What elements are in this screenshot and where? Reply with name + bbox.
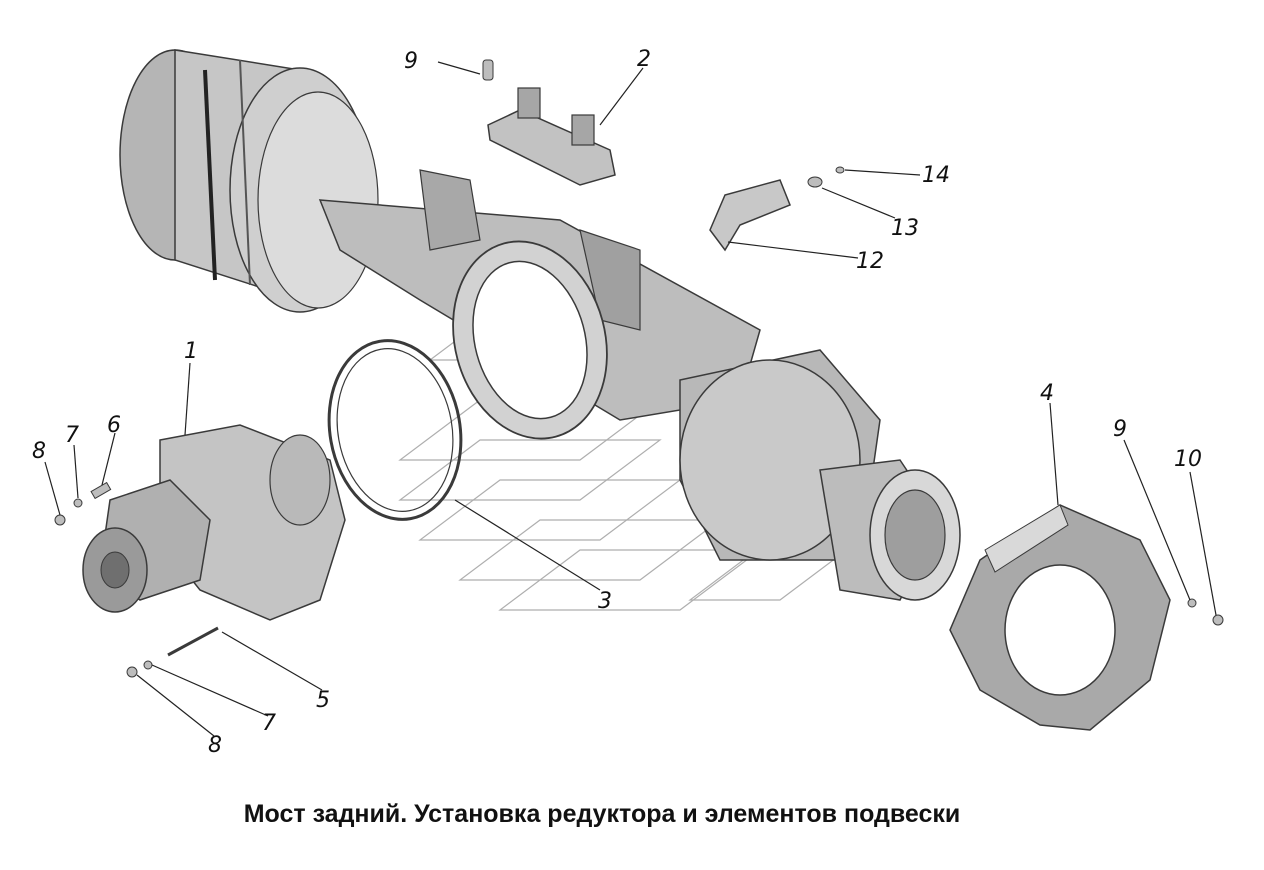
diagram-caption: Мост задний. Установка редуктора и элеме… <box>243 800 961 828</box>
brake-shield <box>949 504 1171 731</box>
callout-5: 5 <box>316 688 330 713</box>
leader-lines <box>44 61 1217 737</box>
callout-labels: 9 2 14 13 12 1 4 9 10 6 7 8 3 5 7 8 <box>32 47 1202 758</box>
callout-11: 9 <box>404 49 418 74</box>
diagram-canvas: 9 2 14 13 12 1 4 9 10 6 7 8 3 5 7 8 <box>32 47 1224 758</box>
callout-14: 14 <box>922 163 950 188</box>
final-drive-reducer <box>82 424 346 621</box>
callout-12: 12 <box>856 249 884 274</box>
callout-8a: 8 <box>32 439 46 464</box>
callout-6: 6 <box>107 413 121 438</box>
callout-3: 3 <box>598 589 612 614</box>
lever-arm <box>709 179 791 252</box>
callout-9: 9 <box>1113 417 1127 442</box>
gasket <box>327 339 463 521</box>
callout-7a: 7 <box>65 423 79 448</box>
callout-13: 13 <box>891 216 919 241</box>
suspension-bracket <box>487 87 616 186</box>
left-wheel-hub <box>119 49 379 313</box>
callout-10: 10 <box>1174 447 1202 472</box>
callout-2: 2 <box>637 47 651 72</box>
callout-8b: 8 <box>208 733 222 758</box>
center-housing <box>452 240 608 440</box>
callout-7b: 7 <box>262 711 276 736</box>
right-wheel-hub <box>679 349 961 601</box>
small-fasteners <box>54 59 1224 678</box>
callout-1: 1 <box>184 339 198 364</box>
callout-4: 4 <box>1040 381 1054 406</box>
exploded-diagram: 9 2 14 13 12 1 4 9 10 6 7 8 3 5 7 8 <box>32 47 1224 758</box>
